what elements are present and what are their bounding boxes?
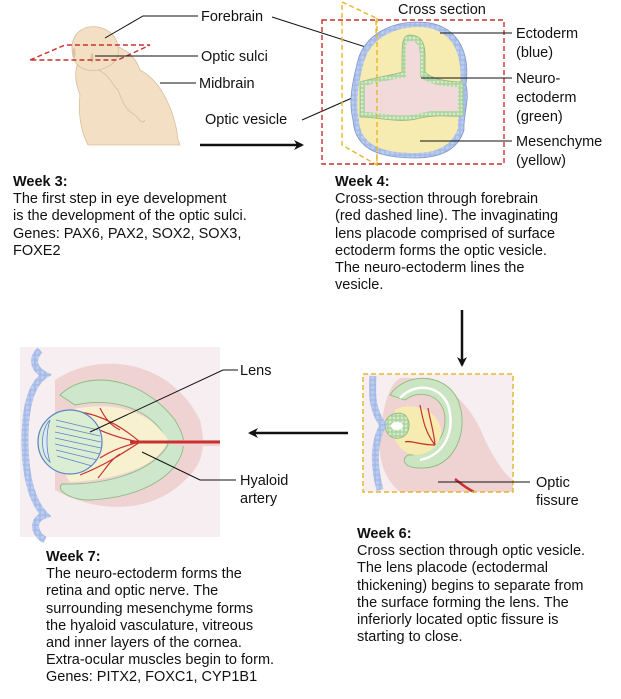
- label-optic-vesicle: Optic vesicle: [205, 112, 287, 128]
- week7-eye-illustration: [20, 347, 220, 544]
- label-mesenchyme: Mesenchyme: [516, 134, 602, 150]
- week4-line: (red dashed line). The invaginating: [335, 208, 559, 225]
- week6-line: The lens placode (ectodermal: [357, 560, 549, 577]
- week7-line: surrounding mesenchyme forms: [46, 600, 254, 617]
- week6-line: Cross section through optic vesicle.: [357, 543, 586, 560]
- hyaloid-branches: [404, 404, 436, 446]
- hyaloid-branches: [79, 407, 141, 479]
- week3-leaders: [95, 15, 401, 121]
- week7-line: the hyaloid vasculature, vitreous: [46, 617, 254, 634]
- week6-heading: Week 6:: [357, 526, 412, 542]
- label-mesenchyme-color: (yellow): [516, 153, 566, 169]
- week7-line: Extra-ocular muscles begin to form.: [46, 652, 275, 669]
- week6-line: thickening) begins to separate from: [357, 577, 584, 594]
- week3-embryo-illustration: [29, 26, 181, 146]
- lens: [37, 409, 103, 475]
- week4-line: vesicle.: [335, 277, 384, 294]
- label-ectoderm-color: (blue): [516, 45, 553, 61]
- label-cross-section: Cross section: [398, 2, 486, 18]
- week4-leaders: [420, 32, 512, 142]
- label-forebrain: Forebrain: [201, 9, 263, 25]
- week4-line: The neuro-ectoderm lines the: [335, 260, 525, 277]
- week7-line: retina and optic nerve. The: [46, 583, 219, 600]
- week4-cross-section: [321, 0, 505, 167]
- week6-description: Week 6: Cross section through optic vesi…: [357, 526, 585, 646]
- label-hyaloid: Hyaloid: [240, 473, 288, 489]
- label-artery: artery: [240, 491, 278, 507]
- week6-line: inferiorly located optic fissure is: [357, 612, 559, 629]
- week4-line: lens placode comprised of surface: [335, 225, 556, 242]
- label-optic-sulci: Optic sulci: [201, 49, 268, 65]
- week4-description: Week 4: Cross-section through forebrain …: [335, 174, 558, 294]
- week6-line: the surface forming the lens. The: [357, 594, 569, 611]
- week7-description: Week 7: The neuro-ectoderm forms the ret…: [46, 549, 274, 687]
- week3-heading: Week 3:: [13, 174, 68, 190]
- label-fissure: fissure: [536, 493, 579, 509]
- week7-line: Genes: PITX2, FOXC1, CYP1B1: [46, 669, 258, 686]
- label-ectoderm: Ectoderm: [516, 26, 578, 42]
- week3-line: The first step in eye development: [13, 191, 227, 208]
- optic-sulcus-mark: [72, 48, 76, 58]
- red-dashed-section-box: [321, 19, 505, 165]
- week4-heading: Week 4:: [335, 174, 390, 190]
- yellow-dashed-section-box: [362, 373, 514, 493]
- week7-leaders: [89, 369, 238, 481]
- week7-line: The neuro-ectoderm forms the: [46, 566, 242, 583]
- ectoderm-strip: [369, 375, 388, 491]
- label-lens: Lens: [240, 363, 271, 379]
- week4-line: ectoderm forms the optic vesicle.: [335, 242, 547, 259]
- week6-line: starting to close.: [357, 629, 463, 646]
- ectoderm-curve: [21, 347, 52, 544]
- week3-line: FOXE2: [13, 242, 61, 259]
- red-dashed-plane: [29, 44, 151, 61]
- week3-line: is the development of the optic sulci.: [13, 208, 247, 225]
- label-neuro: Neuro-: [516, 71, 560, 87]
- week3-line: Genes: PAX6, PAX2, SOX2, SOX3,: [13, 225, 242, 242]
- week4-line: Cross-section through forebrain: [335, 191, 539, 208]
- vesicle-lumen: [365, 41, 458, 116]
- label-optic: Optic: [536, 475, 570, 491]
- label-ectoderm-2: ectoderm: [516, 90, 576, 106]
- week6-cross-section: [362, 373, 530, 494]
- week3-description: Week 3: The first step in eye developmen…: [13, 174, 247, 260]
- label-midbrain: Midbrain: [199, 76, 255, 92]
- label-neuro-color: (green): [516, 109, 563, 125]
- week7-line: and inner layers of the cornea.: [46, 635, 242, 652]
- forebrain-shape: [71, 26, 119, 71]
- week7-heading: Week 7:: [46, 549, 101, 565]
